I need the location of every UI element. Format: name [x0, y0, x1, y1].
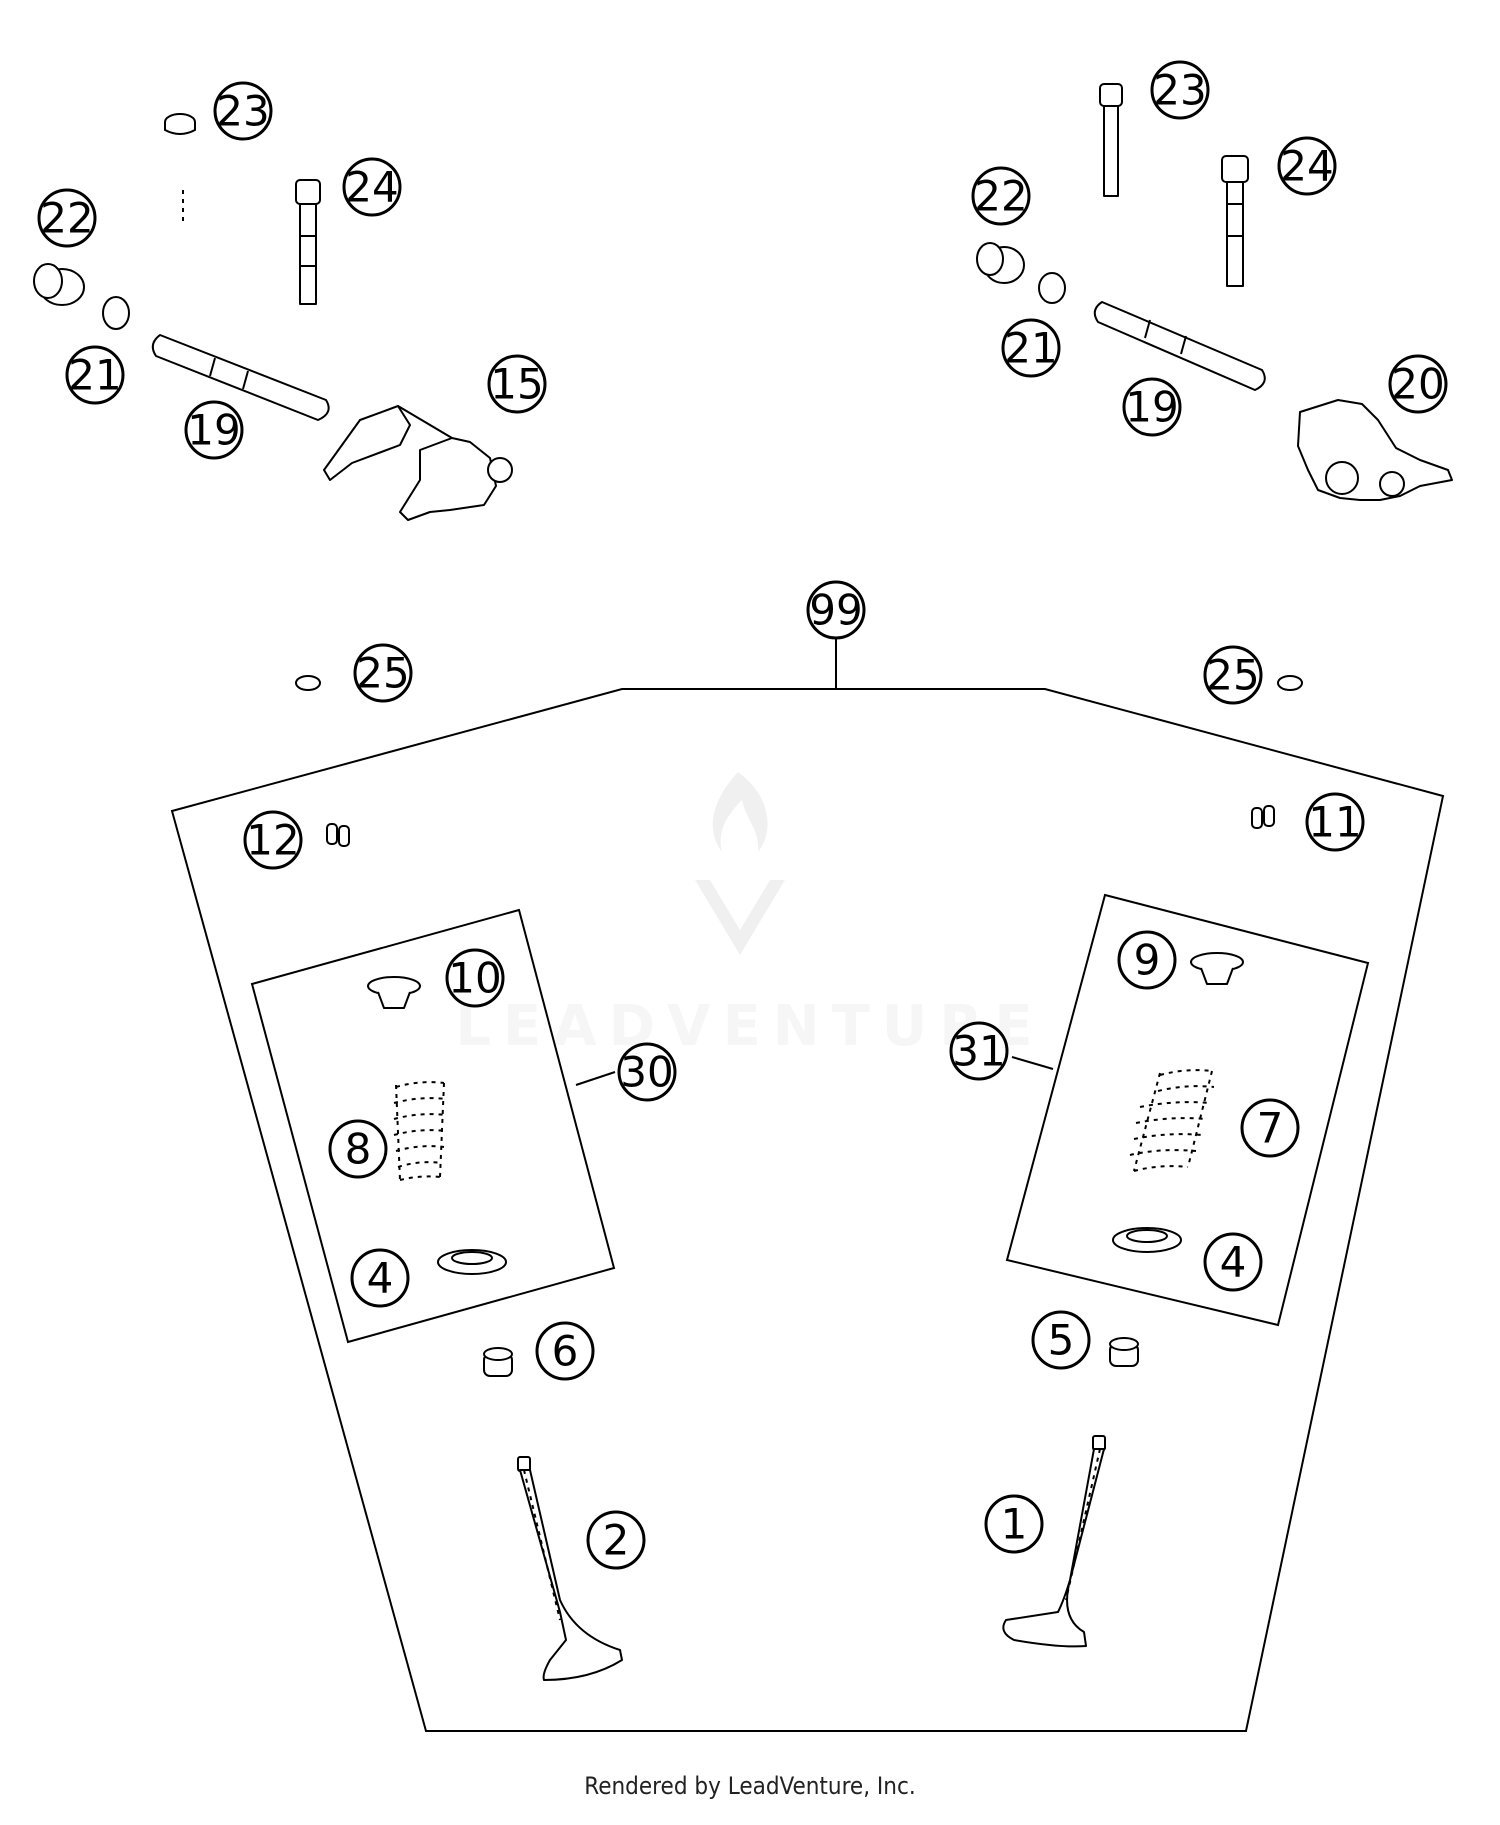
- spring-seat-part: [437, 1249, 507, 1275]
- callout-22-right: 22: [971, 166, 1031, 226]
- svg-text:22: 22: [974, 172, 1027, 221]
- svg-text:21: 21: [1004, 324, 1057, 373]
- callout-11: 11: [1305, 792, 1365, 852]
- svg-text:21: 21: [68, 351, 121, 400]
- right-rocker-assembly: [976, 83, 1453, 501]
- callout-15: 15: [487, 354, 547, 414]
- bolt-part: [1099, 83, 1123, 197]
- callout-9: 9: [1117, 930, 1177, 990]
- svg-text:30: 30: [620, 1048, 673, 1097]
- svg-text:19: 19: [1125, 383, 1178, 432]
- stem-seal-part: [483, 1347, 513, 1377]
- valve-cotter-part: [326, 823, 350, 847]
- cap-nut-part: [164, 113, 196, 135]
- callout-24-right: 24: [1277, 136, 1337, 196]
- svg-text:19: 19: [187, 406, 240, 455]
- svg-text:4: 4: [367, 1254, 394, 1303]
- stem-seal-part: [1109, 1337, 1139, 1367]
- svg-text:10: 10: [448, 954, 501, 1003]
- svg-text:25: 25: [1206, 651, 1259, 700]
- spring-retainer-part: [1190, 952, 1244, 985]
- rocker-arm-part: [1297, 399, 1453, 501]
- watermark-text: LEADVENTURE: [455, 994, 1044, 1059]
- svg-text:99: 99: [809, 586, 862, 635]
- callout-12: 12: [243, 810, 303, 870]
- callout-20: 20: [1388, 354, 1448, 414]
- svg-text:7: 7: [1257, 1104, 1284, 1153]
- callout-19-right: 19: [1122, 377, 1182, 437]
- bolt-part: [295, 179, 321, 305]
- valve-cotter-part: [1251, 805, 1275, 829]
- callout-6: 6: [535, 1321, 595, 1381]
- plug-part: [976, 242, 1025, 284]
- o-ring-part: [102, 296, 130, 330]
- svg-text:9: 9: [1134, 936, 1161, 985]
- svg-text:15: 15: [490, 360, 543, 409]
- callout-21-left: 21: [65, 345, 125, 405]
- footer-credit: Rendered by LeadVenture, Inc.: [584, 1772, 916, 1800]
- valve-part: [1002, 1435, 1106, 1648]
- callout-25-left: 25: [353, 643, 413, 703]
- callout-8: 8: [328, 1119, 388, 1179]
- callout-5: 5: [1031, 1310, 1091, 1370]
- svg-text:24: 24: [1280, 142, 1333, 191]
- svg-text:24: 24: [345, 163, 398, 212]
- plug-part: [33, 263, 85, 306]
- kit-outline-30: [250, 908, 616, 1344]
- callout-24-left: 24: [342, 157, 402, 217]
- left-rocker-assembly: [33, 113, 513, 521]
- leadventure-watermark: LEADVENTURE: [455, 772, 1044, 1059]
- svg-text:31: 31: [952, 1027, 1005, 1076]
- kit-outline-99: [170, 688, 1445, 1732]
- callout-99: 99: [806, 580, 866, 640]
- callout-22-left: 22: [37, 188, 97, 248]
- kit-outline-31: [1005, 893, 1370, 1327]
- callout-23-right: 23: [1150, 60, 1210, 120]
- svg-text:4: 4: [1220, 1238, 1247, 1287]
- small-ring-part: [295, 675, 321, 691]
- callout-1: 1: [984, 1494, 1044, 1554]
- leader-31: [1011, 1056, 1054, 1070]
- svg-text:25: 25: [356, 649, 409, 698]
- callout-25-right: 25: [1203, 645, 1263, 705]
- o-ring-part: [1038, 272, 1066, 304]
- valve-spring-part: [393, 1081, 447, 1181]
- callout-2: 2: [586, 1510, 646, 1570]
- callout-21-right: 21: [1001, 318, 1061, 378]
- svg-text:5: 5: [1048, 1316, 1075, 1365]
- svg-text:12: 12: [246, 816, 299, 865]
- svg-text:11: 11: [1308, 798, 1361, 847]
- small-ring-part: [1277, 675, 1303, 691]
- callout-23-left: 23: [213, 81, 273, 141]
- svg-text:23: 23: [1153, 66, 1206, 115]
- svg-text:6: 6: [552, 1327, 579, 1376]
- svg-text:2: 2: [603, 1516, 630, 1565]
- callout-31: 31: [949, 1021, 1009, 1081]
- callout-7: 7: [1240, 1098, 1300, 1158]
- rocker-shaft-part: [1093, 301, 1266, 391]
- svg-text:20: 20: [1391, 360, 1444, 409]
- callout-30: 30: [617, 1042, 677, 1102]
- callout-19-left: 19: [184, 400, 244, 460]
- valve-part: [517, 1456, 623, 1681]
- svg-text:8: 8: [345, 1125, 372, 1174]
- spring-seat-part: [1112, 1227, 1182, 1253]
- valve-spring-part: [1129, 1069, 1215, 1172]
- bolt-part: [1221, 155, 1249, 287]
- callout-4-right: 4: [1203, 1232, 1263, 1292]
- rocker-shaft-part: [151, 334, 330, 421]
- svg-text:1: 1: [1001, 1500, 1028, 1549]
- svg-text:22: 22: [40, 194, 93, 243]
- rocker-arm-part: [323, 405, 513, 521]
- callout-4-left: 4: [350, 1248, 410, 1308]
- leader-30: [575, 1071, 616, 1086]
- spring-retainer-part: [367, 976, 421, 1009]
- svg-text:23: 23: [216, 87, 269, 136]
- callout-10: 10: [445, 948, 505, 1008]
